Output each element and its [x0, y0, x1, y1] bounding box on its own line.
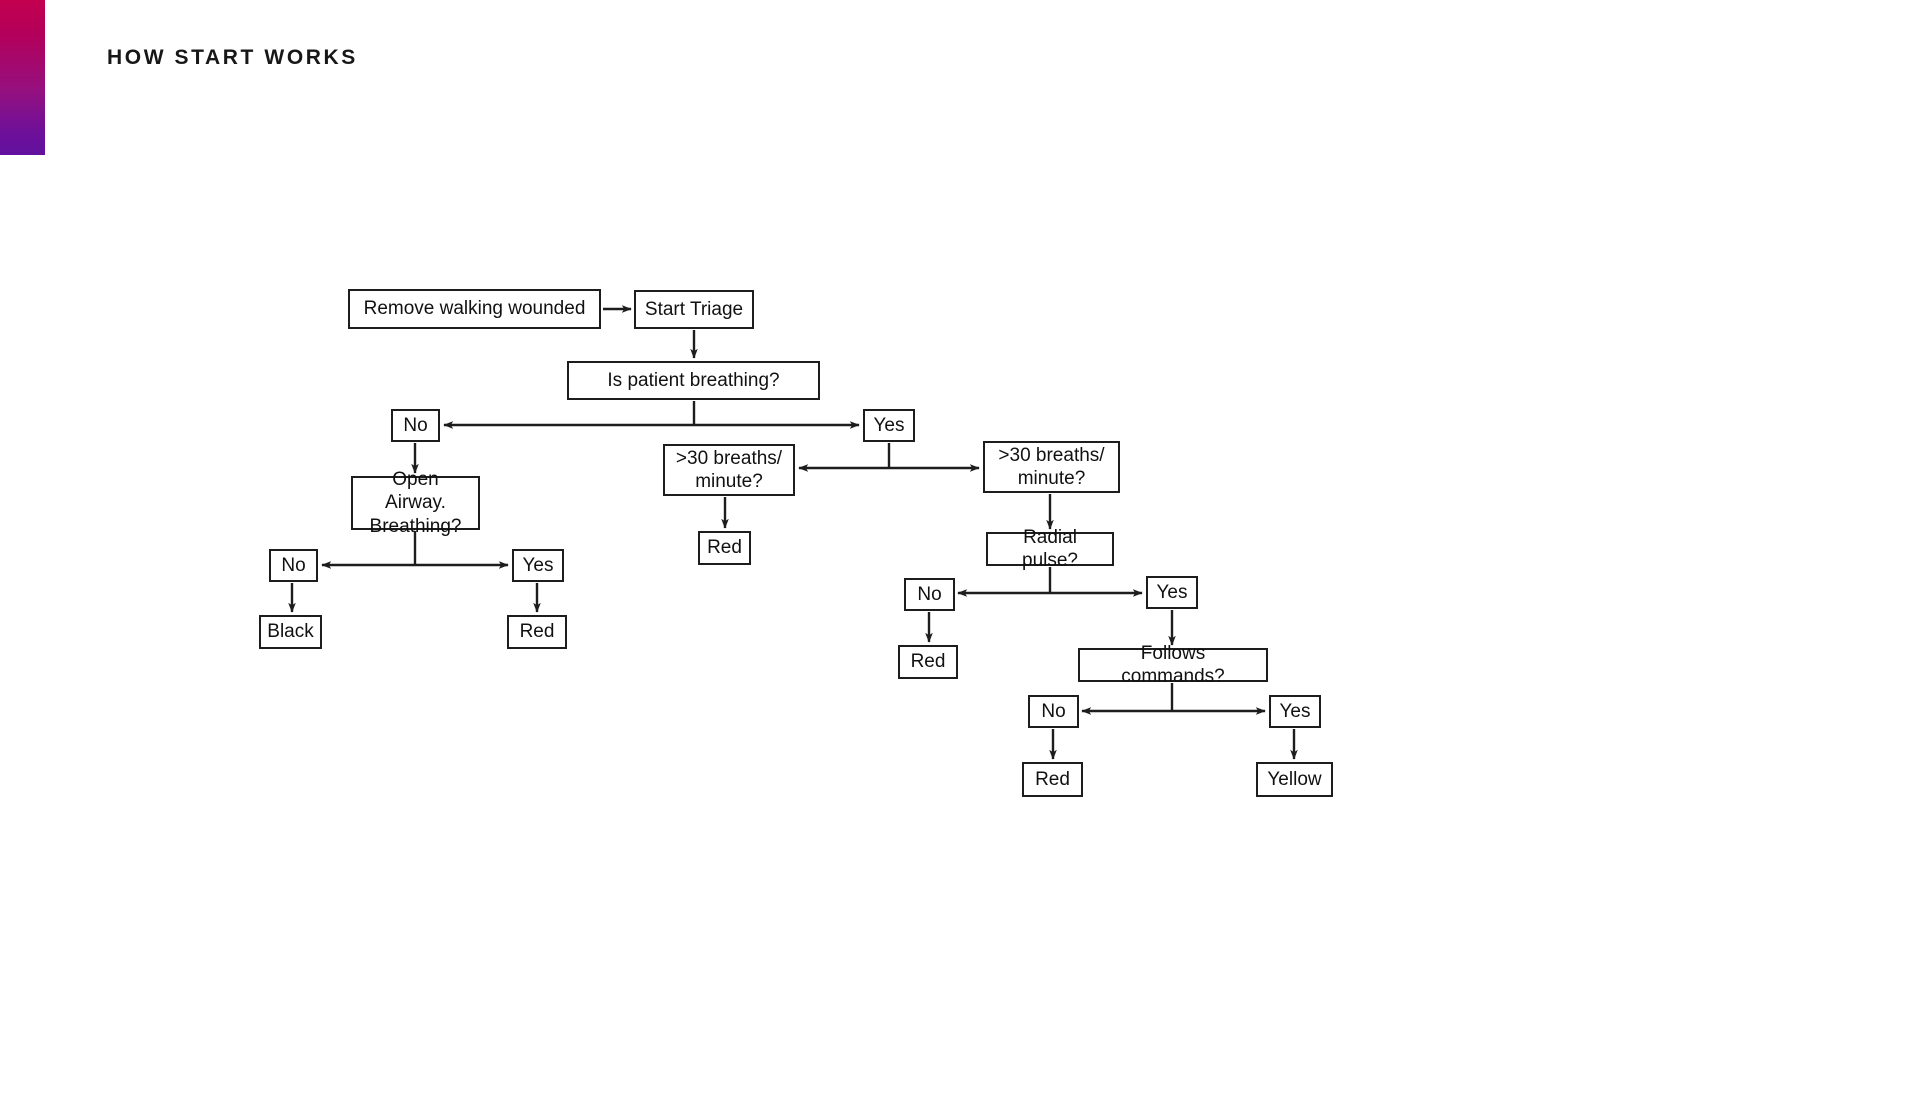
node-open-airway-breathing[interactable]: Open Airway. Breathing?	[351, 469, 480, 537]
node-outcome-red-airway[interactable]: Red	[507, 615, 567, 649]
gradient-accent-bar	[0, 0, 45, 155]
node-start-triage[interactable]: Start Triage	[634, 290, 754, 329]
node-outcome-yellow[interactable]: Yellow	[1256, 762, 1333, 797]
node-outcome-red-commands[interactable]: Red	[1022, 762, 1083, 797]
node-commands-yes[interactable]: Yes	[1269, 695, 1321, 728]
node-outcome-black[interactable]: Black	[259, 615, 322, 649]
node-follows-commands[interactable]: Follows commands?	[1078, 643, 1268, 687]
node-outcome-red-breaths[interactable]: Red	[698, 531, 751, 565]
node-commands-no[interactable]: No	[1028, 695, 1079, 728]
node-radial-pulse[interactable]: Radial pulse?	[986, 527, 1114, 571]
node-airway-no[interactable]: No	[269, 549, 318, 582]
node-breaths-over-30-left[interactable]: >30 breaths/ minute?	[663, 444, 795, 496]
node-pulse-yes[interactable]: Yes	[1146, 576, 1198, 609]
page-title: HOW START WORKS	[107, 46, 358, 69]
node-breathing-yes[interactable]: Yes	[863, 409, 915, 442]
node-remove-walking-wounded[interactable]: Remove walking wounded	[348, 289, 601, 329]
node-airway-yes[interactable]: Yes	[512, 549, 564, 582]
node-outcome-red-pulse[interactable]: Red	[898, 645, 958, 679]
node-breathing-no[interactable]: No	[391, 409, 440, 442]
node-pulse-no[interactable]: No	[904, 578, 955, 611]
node-breaths-over-30-right[interactable]: >30 breaths/ minute?	[983, 441, 1120, 493]
node-is-patient-breathing[interactable]: Is patient breathing?	[567, 361, 820, 400]
